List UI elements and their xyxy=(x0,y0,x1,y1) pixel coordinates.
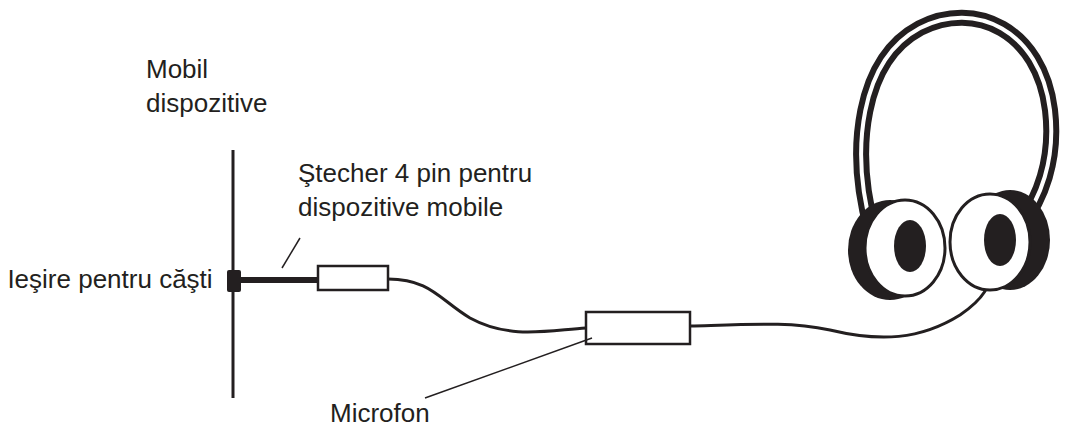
plug-body xyxy=(318,266,388,290)
plug-pin xyxy=(241,277,320,283)
cable xyxy=(690,270,992,337)
device-label: Mobil dispozitive xyxy=(146,52,296,120)
headphone-jack xyxy=(227,270,241,292)
microphone-label: Microfon xyxy=(330,396,490,430)
jack-label: Ieşire pentru căşti xyxy=(4,262,216,296)
microphone-box xyxy=(586,312,690,344)
cable xyxy=(388,279,586,332)
leader-line xyxy=(425,338,592,398)
headphones xyxy=(848,18,1051,300)
plug-label: Ştecher 4 pin pentru dispozitive mobile xyxy=(298,156,588,224)
leader-line xyxy=(282,238,300,268)
